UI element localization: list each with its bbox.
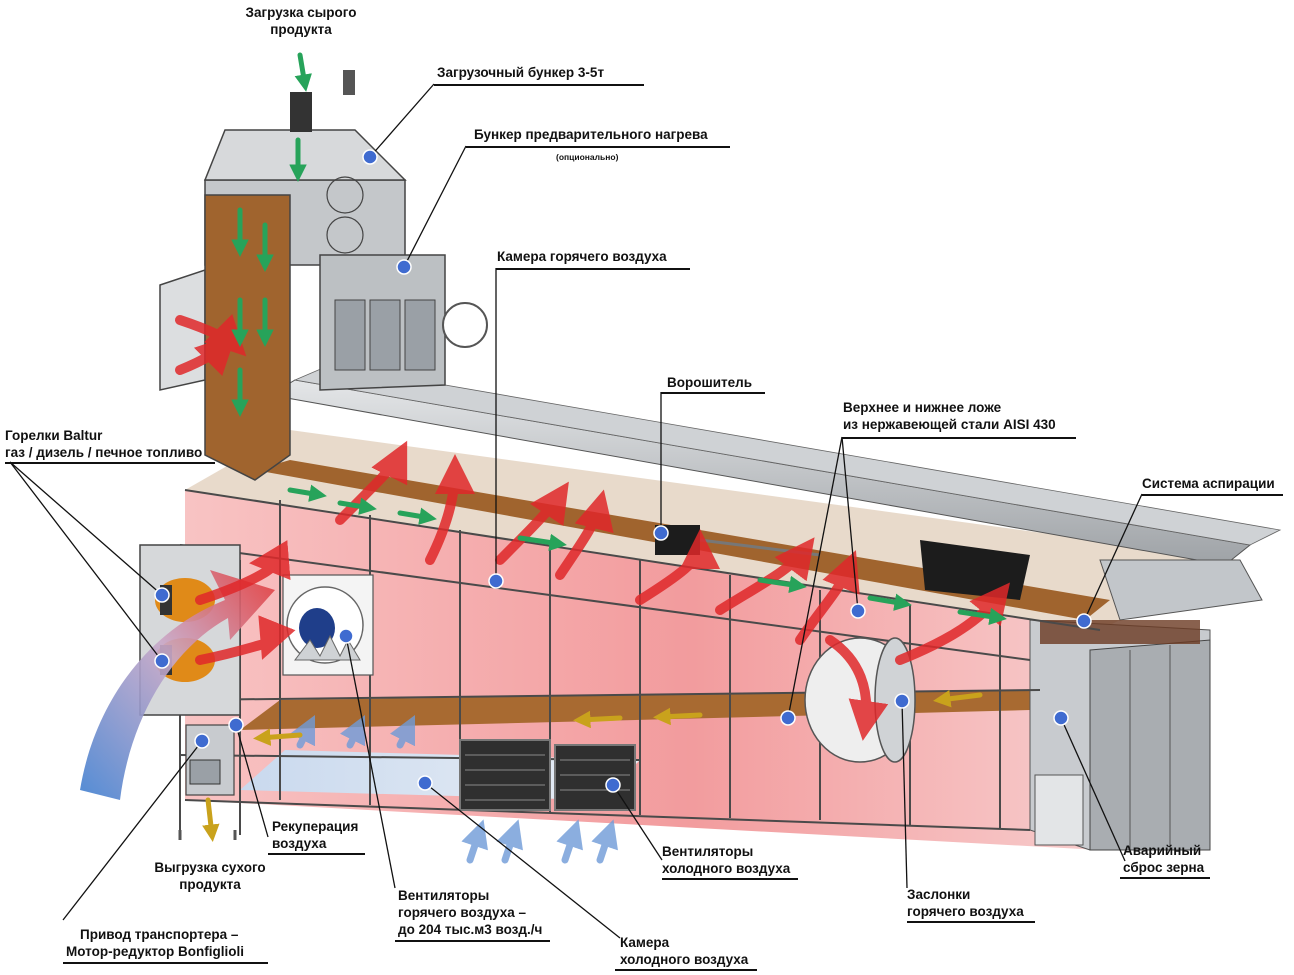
label-agitator: Ворошитель bbox=[667, 375, 753, 390]
label-drive-line1: Привод транспортера – bbox=[80, 927, 239, 942]
label-hot-fans: Вентиляторы горячего воздуха – до 204 ты… bbox=[398, 887, 542, 938]
label-dry-unloading: Выгрузка сухого продукта bbox=[140, 859, 280, 893]
grain-flow-arrows bbox=[231, 52, 1007, 626]
air-intake-arrow bbox=[80, 570, 275, 800]
rule-cold-chamber bbox=[615, 969, 757, 971]
rule-burners bbox=[5, 462, 215, 464]
label-emergency-line1: Аварийный bbox=[1123, 843, 1202, 858]
hot-air-fan-unit bbox=[282, 574, 374, 676]
rule-beds bbox=[842, 437, 1076, 439]
end-panels bbox=[1029, 559, 1263, 851]
rule-cold-fans bbox=[662, 878, 798, 880]
label-burners: Горелки Baltur газ / дизель / печное топ… bbox=[5, 427, 202, 461]
label-beds-line1: Верхнее и нижнее ложе bbox=[843, 400, 1002, 415]
rule-drive bbox=[63, 962, 268, 964]
label-burners-line1: Горелки Baltur bbox=[5, 428, 103, 443]
label-drive: Привод транспортера – Мотор-редуктор Bon… bbox=[66, 926, 244, 960]
label-loading-hopper: Загрузочный бункер 3-5т bbox=[437, 65, 605, 80]
label-raw-loading-line2: продукта bbox=[270, 22, 332, 37]
label-emergency: Аварийный сброс зерна bbox=[1123, 842, 1204, 876]
cold-air-fans bbox=[459, 739, 636, 811]
label-aspiration: Система аспирации bbox=[1142, 476, 1275, 491]
label-cold-chamber: Камера холодного воздуха bbox=[620, 934, 748, 968]
label-hot-fans-line2: горячего воздуха – bbox=[398, 905, 527, 920]
label-cold-chamber-line2: холодного воздуха bbox=[620, 952, 749, 967]
label-hot-dampers-line2: горячего воздуха bbox=[907, 904, 1024, 919]
leader-lines bbox=[9, 83, 1143, 939]
rule-hot-air-chamber bbox=[496, 268, 690, 270]
label-drive-line2: Мотор-редуктор Bonfiglioli bbox=[66, 944, 244, 959]
roof bbox=[268, 364, 1282, 566]
hot-air-arrows bbox=[175, 313, 1010, 741]
label-preheat-optional: (опционально) bbox=[556, 152, 619, 162]
label-cold-fans: Вентиляторы холодного воздуха bbox=[662, 843, 790, 877]
rule-recuperation bbox=[268, 853, 365, 855]
rule-hot-fans bbox=[395, 940, 550, 942]
rule-loading-hopper bbox=[434, 84, 644, 86]
rule-hot-dampers bbox=[907, 921, 1035, 923]
support-legs bbox=[178, 830, 237, 840]
label-hot-dampers: Заслонки горячего воздуха bbox=[907, 886, 1024, 920]
rule-preheat-hopper bbox=[466, 146, 730, 148]
label-emergency-line2: сброс зерна bbox=[1123, 860, 1205, 875]
label-recuperation-line2: воздуха bbox=[272, 836, 327, 851]
label-hot-air-chamber: Камера горячего воздуха bbox=[497, 249, 667, 264]
rule-agitator bbox=[661, 392, 765, 394]
label-beds-line2: из нержавеющей стали AISI 430 bbox=[843, 417, 1056, 432]
label-cold-fans-line2: холодного воздуха bbox=[662, 861, 791, 876]
cold-air-arrows bbox=[289, 714, 618, 864]
label-dry-unloading-line2: продукта bbox=[179, 877, 241, 892]
label-cold-fans-line1: Вентиляторы bbox=[662, 844, 754, 859]
label-cold-chamber-line1: Камера bbox=[620, 935, 670, 950]
label-raw-loading-line1: Загрузка сырого bbox=[245, 5, 357, 20]
label-dry-unloading-line1: Выгрузка сухого bbox=[154, 860, 266, 875]
label-burners-line2: газ / дизель / печное топливо bbox=[5, 445, 203, 460]
callout-dots bbox=[154, 149, 1092, 793]
label-raw-loading: Загрузка сырого продукта bbox=[226, 4, 376, 38]
lower-bed-arrows bbox=[202, 690, 983, 842]
label-hot-fans-line1: Вентиляторы bbox=[398, 888, 490, 903]
label-hot-fans-line3: до 204 тыс.м3 возд./ч bbox=[398, 922, 543, 937]
label-recuperation: Рекуперация воздуха bbox=[272, 818, 358, 852]
conveyor-drive bbox=[185, 724, 235, 796]
rule-emergency bbox=[1120, 877, 1210, 879]
label-hot-dampers-line1: Заслонки bbox=[907, 887, 971, 902]
rule-aspiration bbox=[1142, 494, 1283, 496]
label-recuperation-line1: Рекуперация bbox=[272, 819, 359, 834]
label-beds: Верхнее и нижнее ложе из нержавеющей ста… bbox=[843, 399, 1056, 433]
label-preheat-hopper: Бункер предварительного нагрева bbox=[474, 127, 708, 142]
